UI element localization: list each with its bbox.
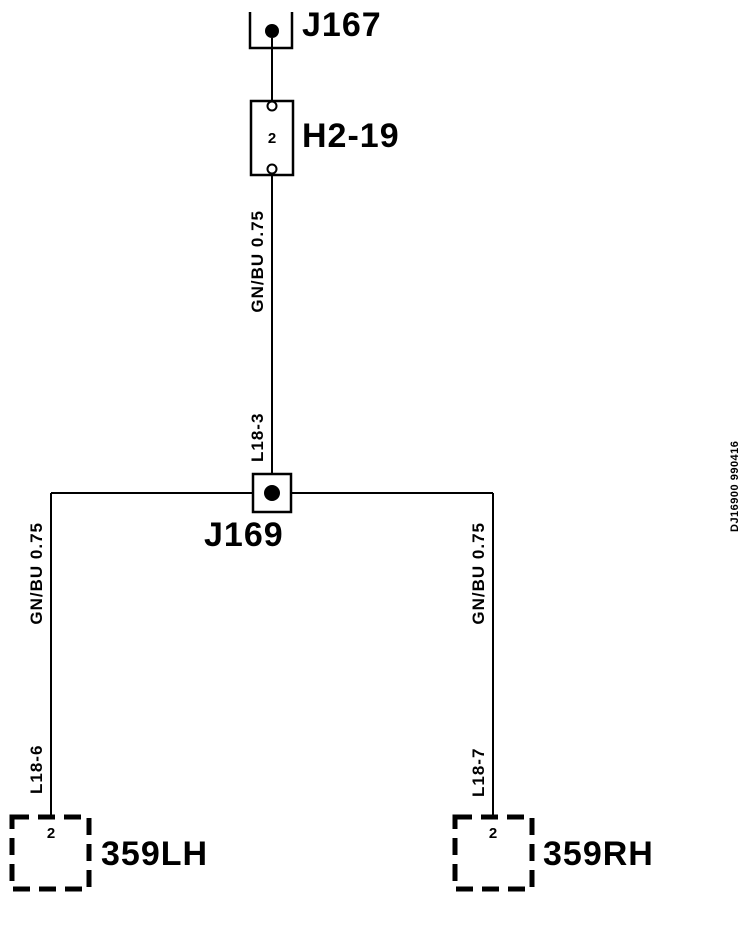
component-359lh-label: 359LH [101,835,208,873]
j167-label: J167 [302,6,382,44]
wire-l18-6-spec: GN/BU 0.75 [27,522,46,625]
component-359rh [452,814,535,892]
j169-junction [251,472,293,514]
fuse-bottom-terminal [266,163,278,175]
component-359rh-pin: 2 [489,825,497,842]
j169-label: J169 [204,516,284,554]
j169-terminal-dot [264,485,280,501]
j167-terminal-dot [265,24,279,38]
wire-l18-7-id: L18-7 [469,748,488,797]
component-359lh [9,814,92,892]
wire-l18-3-id: L18-3 [248,413,267,462]
fuse-top-terminal [266,100,278,112]
component-359rh-label: 359RH [543,835,654,873]
fuse-pin-number: 2 [268,130,276,147]
fuse-label: H2-19 [302,117,400,155]
drawing-reference: DJ16900 990416 [729,441,741,532]
wire-l18-3-spec: GN/BU 0.75 [248,210,267,313]
wire-l18-7-spec: GN/BU 0.75 [469,522,488,625]
component-359lh-pin: 2 [47,825,55,842]
wire-l18-6-id: L18-6 [27,745,46,794]
